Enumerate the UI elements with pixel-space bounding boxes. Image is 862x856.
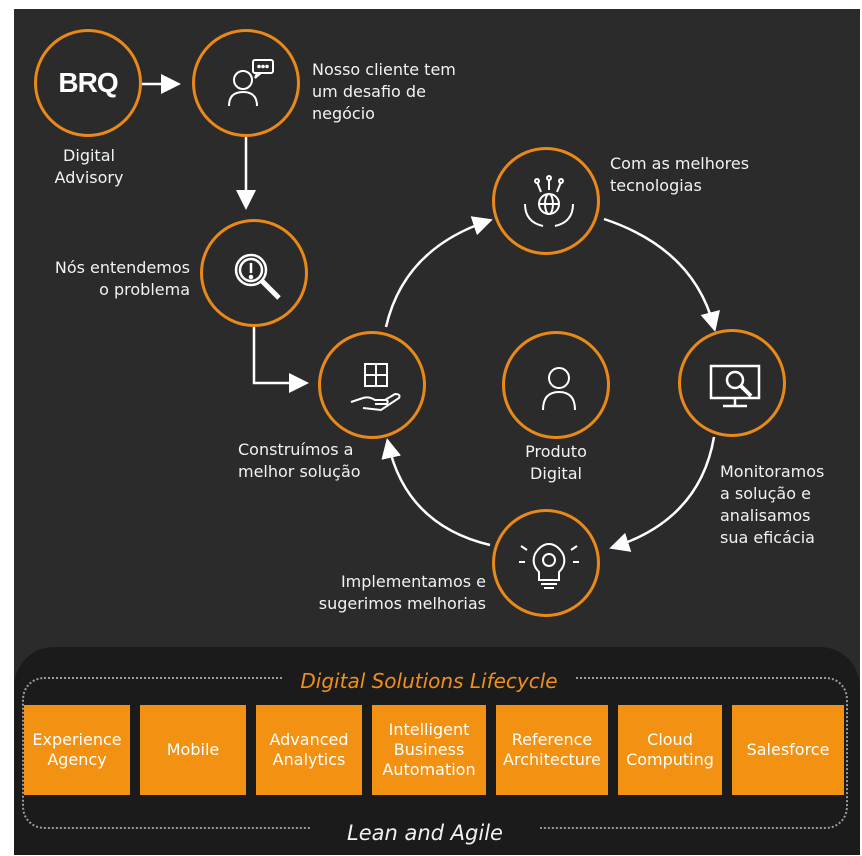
implement-node	[492, 509, 600, 617]
build-node	[318, 331, 426, 439]
arrow-understand-to-build	[252, 327, 309, 393]
lean-agile-title: Lean and Agile	[310, 819, 540, 847]
box-reference-architecture: Reference Architecture	[496, 705, 608, 795]
brq-logo-node: BRQ	[34, 29, 142, 137]
box-experience-agency: Experience Agency	[24, 705, 130, 795]
box-advanced-analytics: Advanced Analytics	[256, 705, 362, 795]
label-build-solution: Construímos a melhor solução	[238, 440, 361, 481]
person-icon	[542, 367, 576, 411]
product-node	[502, 331, 610, 439]
label-monitor-solution: Monitoramos a solução e analisamos sua e…	[720, 462, 825, 547]
arrow-tech-to-monitor	[603, 217, 720, 332]
person-speech-icon	[228, 59, 274, 107]
magnifier-alert-icon	[234, 253, 281, 300]
lifecycle-band: Digital Solutions Lifecycle Experience A…	[14, 647, 860, 855]
lifecycle-diagram: BRQ	[14, 9, 860, 855]
box-cloud-computing: Cloud Computing	[618, 705, 722, 795]
box-mobile: Mobile	[140, 705, 246, 795]
arrow-implement-to-build	[381, 438, 491, 547]
label-best-technologies: Com as melhores tecnologias	[610, 154, 750, 195]
box-intelligent-business-automation: Intelligent Business Automation	[372, 705, 486, 795]
box-salesforce: Salesforce	[732, 705, 844, 795]
arrow-build-to-tech	[384, 216, 493, 328]
flow-arrows	[142, 74, 720, 552]
hand-puzzle-icon	[350, 363, 401, 412]
monitor-magnifier-icon	[709, 364, 761, 408]
arrow-monitor-to-implement	[609, 436, 716, 552]
label-understand-problem: Nós entendemos o problema	[54, 258, 190, 299]
understand-node	[200, 219, 308, 327]
lifecycle-title: Digital Solutions Lifecycle	[284, 667, 574, 695]
label-digital-product: Produto Digital	[525, 442, 587, 483]
brq-logo: BRQ	[58, 67, 118, 98]
lightbulb-gear-icon	[519, 542, 579, 589]
label-client-challenge: Nosso cliente tem um desafio de negócio	[312, 60, 456, 123]
technology-node	[492, 147, 600, 255]
client-node	[192, 29, 300, 137]
monitor-node	[678, 329, 786, 437]
label-implement-improve: Implementamos e sugerimos melhorias	[318, 572, 486, 613]
hands-globe-icon	[524, 175, 574, 227]
label-digital-advisory: Digital Advisory	[54, 146, 124, 187]
